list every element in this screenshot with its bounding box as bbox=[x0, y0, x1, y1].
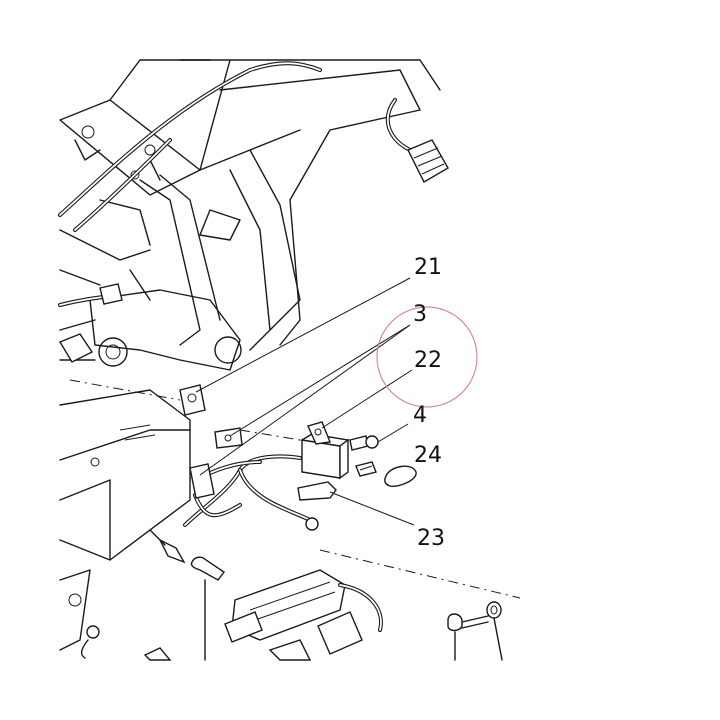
leader-4 bbox=[377, 423, 409, 443]
leader-23 bbox=[329, 491, 415, 526]
highlight-circle bbox=[376, 306, 478, 408]
center-line-left bbox=[69, 379, 181, 401]
part-24-fuse bbox=[355, 461, 417, 487]
lower-components bbox=[143, 529, 503, 661]
callout-24: 24 bbox=[414, 443, 442, 468]
leader-22 bbox=[321, 369, 413, 429]
leader-3b bbox=[199, 324, 411, 476]
callout-4: 4 bbox=[413, 403, 427, 428]
center-line-mid bbox=[239, 429, 301, 441]
callout-21: 21 bbox=[414, 255, 442, 280]
part-22-relay bbox=[299, 421, 350, 480]
battery-tray bbox=[59, 389, 191, 659]
leader-lines bbox=[195, 277, 415, 526]
center-line-lower bbox=[319, 549, 521, 599]
part-21-bracket bbox=[179, 384, 206, 416]
leader-3 bbox=[229, 324, 411, 437]
connector-plug bbox=[407, 139, 449, 183]
frame-structure bbox=[59, 59, 441, 371]
grommet bbox=[58, 283, 123, 363]
callout-23: 23 bbox=[417, 526, 445, 551]
callout-22: 22 bbox=[414, 348, 442, 373]
callout-labels: 21 3 22 4 24 23 bbox=[413, 255, 445, 551]
wiring-harness bbox=[58, 61, 412, 307]
part-4-screw bbox=[349, 435, 379, 451]
sub-harness bbox=[183, 454, 319, 531]
callout-3: 3 bbox=[413, 302, 427, 327]
leader-21 bbox=[195, 277, 411, 393]
part-23-cover bbox=[297, 481, 337, 501]
